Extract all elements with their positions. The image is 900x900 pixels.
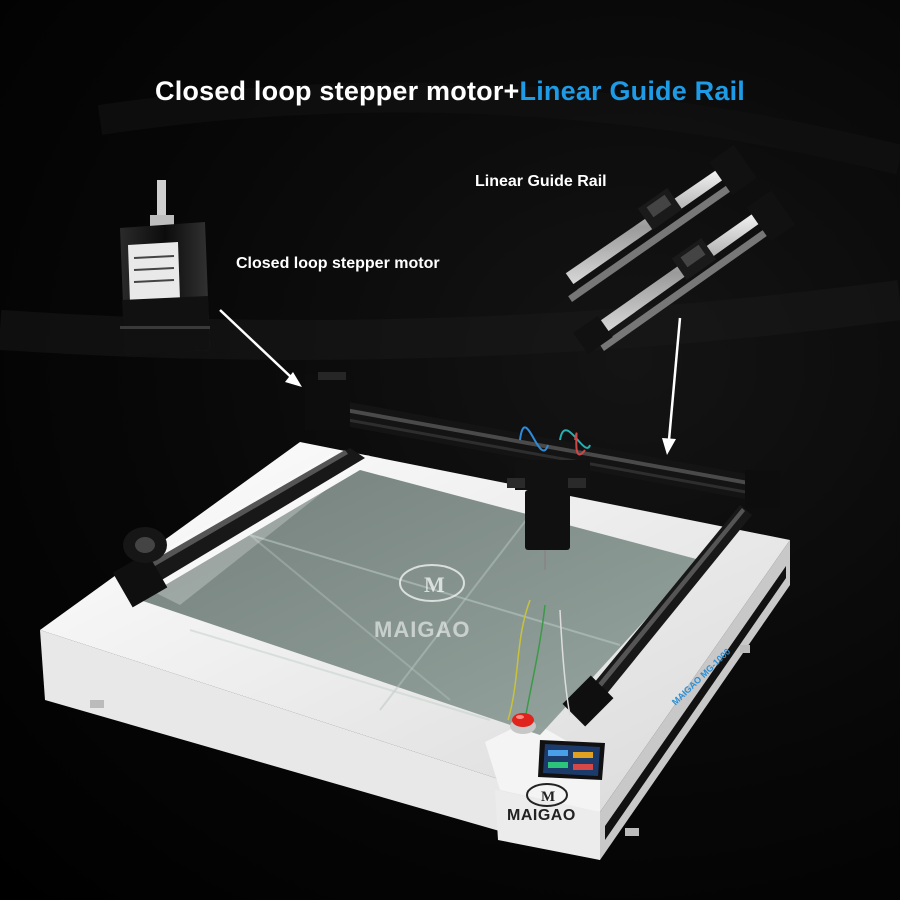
svg-text:M: M [541, 789, 555, 805]
motor-callout-label: Closed loop stepper motor [236, 255, 440, 272]
machine-frame [40, 442, 790, 860]
machine-foot [625, 828, 639, 836]
machine-foot [90, 700, 104, 708]
cables [507, 599, 571, 721]
y-axis-rail-right [562, 505, 752, 727]
y-axis-rail-left [112, 448, 365, 608]
arrow-icon [219, 309, 302, 387]
headline-part-1: Closed loop stepper motor+ [155, 76, 520, 106]
linear-guide-rail [573, 190, 796, 355]
logo-icon: M [399, 564, 465, 602]
headline: Closed loop stepper motor+Linear Guide R… [0, 76, 900, 107]
linear-guide-rail [540, 145, 757, 306]
case-brand-text: MAIGAO [507, 807, 576, 824]
logo-icon: M [526, 783, 568, 807]
watermark-text: MAIGAO [374, 617, 471, 642]
emergency-stop-button [510, 713, 536, 734]
dispensing-head [507, 426, 591, 570]
stepper-motor [120, 180, 210, 355]
rail-callout-label: Linear Guide Rail [475, 173, 607, 190]
background-streak [97, 82, 900, 175]
svg-text:M: M [424, 572, 445, 597]
touch-screen [538, 740, 605, 780]
arrow-icon [662, 317, 682, 455]
headline-part-2: Linear Guide Rail [519, 76, 745, 106]
machine-foot [740, 645, 750, 653]
